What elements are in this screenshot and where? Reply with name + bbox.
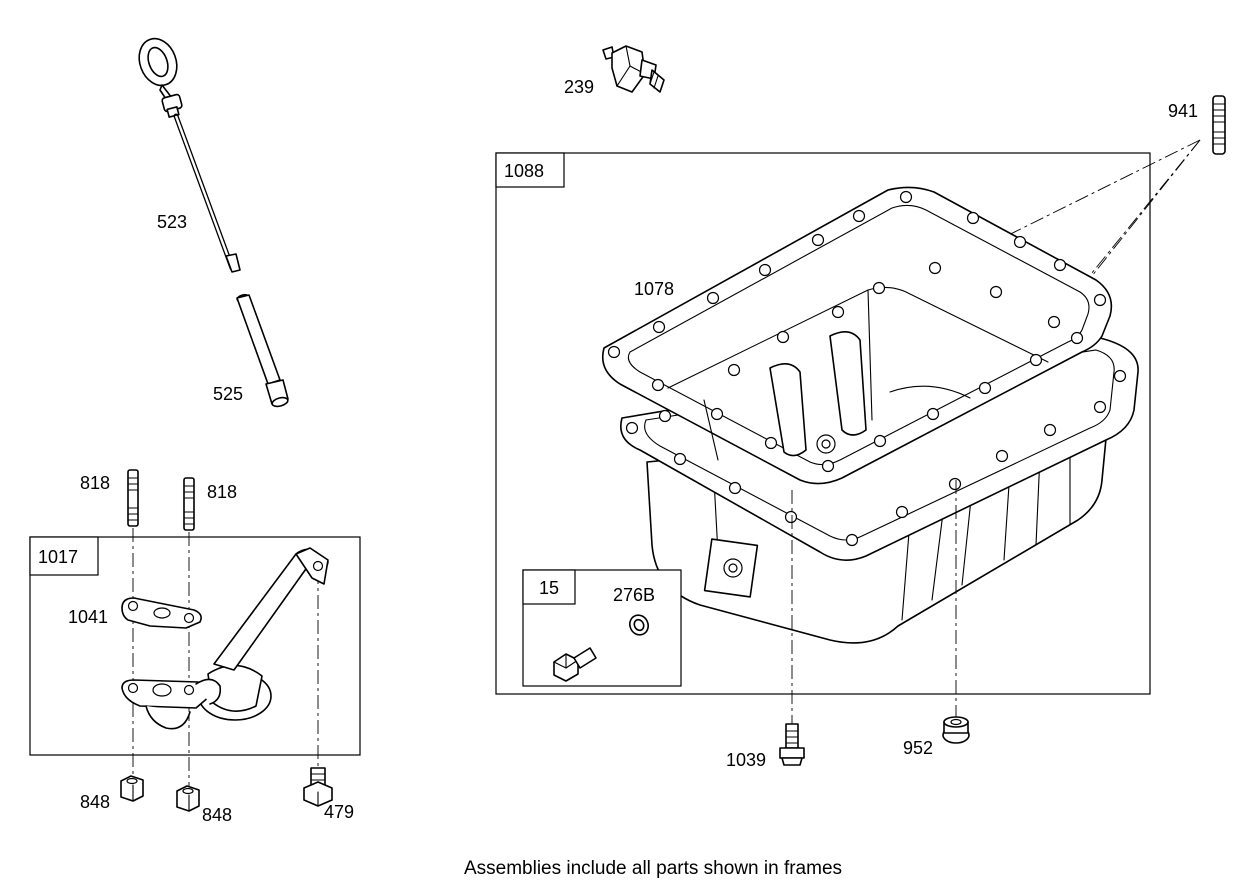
drain-bolt-part [779, 723, 805, 766]
nut-848-right-label: 848 [202, 805, 232, 825]
frame-1017-tag [29, 536, 99, 576]
oil-sensor-part [602, 45, 665, 93]
stud-818-right-part [183, 477, 195, 531]
stud-818-left-label: 818 [80, 473, 110, 493]
dipstick-part [138, 37, 241, 273]
footer-note: Assemblies include all parts shown in fr… [463, 858, 843, 879]
dipstick-label: 523 [157, 212, 187, 232]
washer-part [629, 614, 649, 636]
drain-plug-part [553, 647, 597, 682]
nut-848-left-label: 848 [80, 792, 110, 812]
gasket-holes [607, 190, 1107, 473]
nut-848-left-part [120, 775, 144, 802]
flange-nut-part [942, 716, 970, 744]
dipstick-tube-label: 525 [213, 384, 243, 404]
drain-bolt-label: 1039 [726, 750, 766, 770]
frame-1088-tag [495, 152, 565, 188]
stud-941-label: 941 [1168, 101, 1198, 121]
pickup-gasket-part [121, 597, 202, 629]
frame-1017-label: 1017 [38, 547, 78, 567]
nut-848-right-part [176, 785, 200, 812]
bolt-479-part [303, 767, 333, 807]
stud-818-left-part [127, 469, 139, 527]
frame-1088 [495, 152, 1151, 695]
frame-15-tag [522, 569, 576, 605]
pan-flange-holes [625, 369, 1127, 547]
stud-941-part [1212, 95, 1226, 155]
sensor-label: 239 [564, 77, 594, 97]
frame-1088-label: 1088 [504, 161, 544, 181]
washer-label: 276B [613, 585, 655, 605]
oil-pickup-part [121, 547, 329, 730]
frame-1017 [29, 536, 361, 756]
pickup-gasket-label: 1041 [68, 607, 108, 627]
flange-nut-label: 952 [903, 738, 933, 758]
stud-818-right-label: 818 [207, 482, 237, 502]
bolt-479-label: 479 [324, 802, 354, 822]
frame-15-label: 15 [539, 578, 559, 598]
gasket-label: 1078 [634, 279, 674, 299]
dipstick-tube-part [236, 293, 289, 408]
